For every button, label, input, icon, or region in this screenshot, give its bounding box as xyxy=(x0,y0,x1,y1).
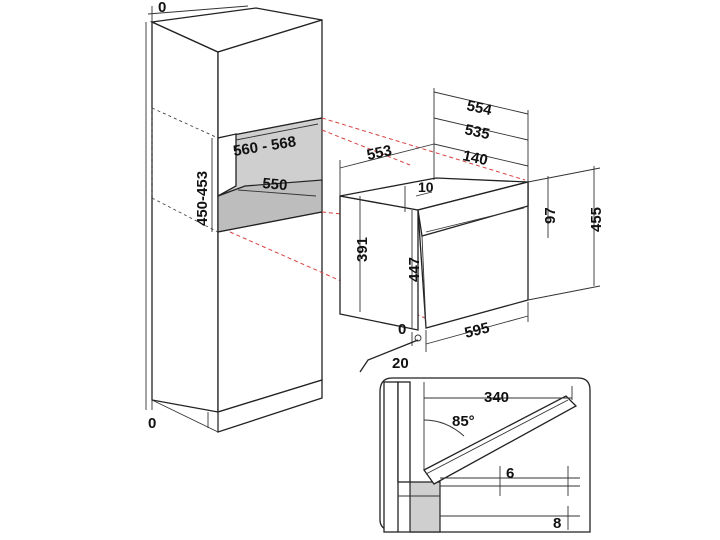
cabinet-bottom-gap-label: 0 xyxy=(148,415,156,432)
oven xyxy=(339,177,529,331)
front-offset-label: 10 xyxy=(418,179,434,195)
detail-open-door xyxy=(423,395,578,485)
niche-depth-label: 550 xyxy=(262,175,288,194)
base-gap-label: 8 xyxy=(553,515,561,532)
niche-height-label: 450-453 xyxy=(194,171,211,226)
detail-wall xyxy=(383,381,399,533)
panel-height-label: 97 xyxy=(542,207,559,224)
oven-depth-body-label: 535 xyxy=(463,121,491,143)
door-open-depth-label: 340 xyxy=(484,389,509,406)
front-thickness-label: 20 xyxy=(392,355,409,372)
cabinet-top-gap-label: 0 xyxy=(158,0,166,16)
total-height-label: 455 xyxy=(588,207,605,232)
cabinet-dimensions xyxy=(145,5,319,410)
oven-control-strip xyxy=(417,181,529,237)
door-detail-callout xyxy=(359,339,591,533)
oven-dimensions xyxy=(339,88,601,352)
front-height-label: 447 xyxy=(406,257,423,282)
oven-depth-front-label: 553 xyxy=(365,142,393,164)
cabinet-front-lower xyxy=(217,211,323,413)
detail-base xyxy=(409,481,441,533)
niche-floor xyxy=(217,179,323,233)
width-label: 595 xyxy=(463,319,491,342)
oven-panel-depth-label: 140 xyxy=(461,147,489,169)
detail-oven-front xyxy=(397,381,411,483)
door-angle-label: 85° xyxy=(452,413,475,430)
body-height-label: 391 xyxy=(354,237,371,262)
door-gap-label: 6 xyxy=(506,465,514,482)
oven-depth-total-label: 554 xyxy=(465,97,494,119)
bottom-gap-label: 0 xyxy=(398,321,406,338)
tall-cabinet xyxy=(149,7,323,433)
niche-left-wall xyxy=(217,133,237,198)
